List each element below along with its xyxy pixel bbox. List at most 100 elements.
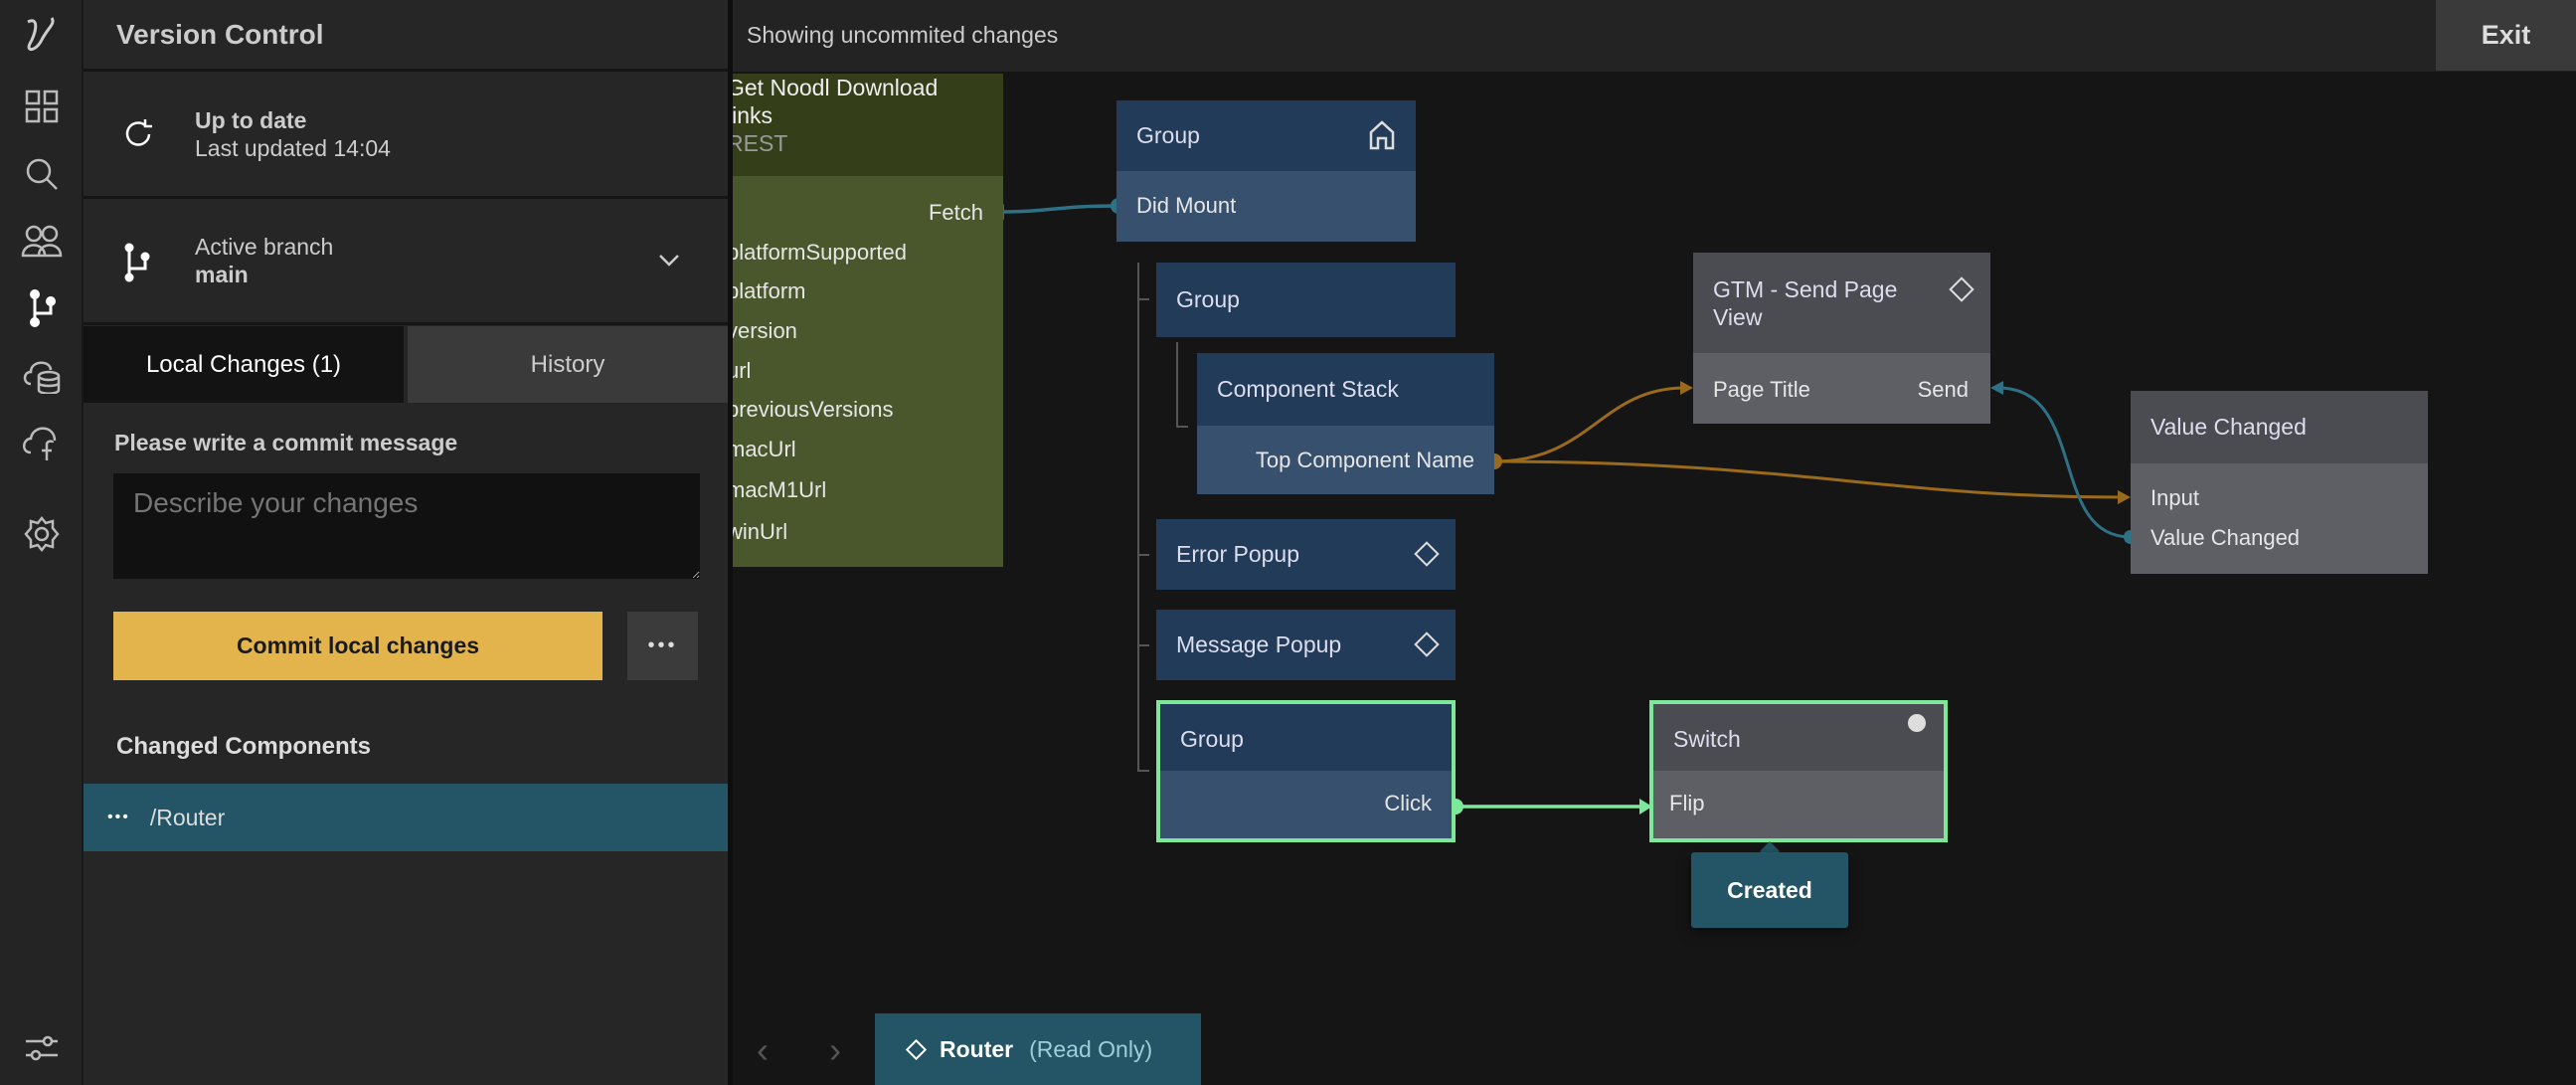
node-title: Group (1176, 286, 1240, 312)
component-name: Router (940, 1035, 1014, 1062)
wire-topname-pagetitle (1493, 386, 1686, 463)
back-button[interactable]: ‹ (757, 1029, 769, 1070)
port[interactable]: previousVersions (733, 397, 894, 422)
canvas-top-bar: Showing uncommited changes Exit (733, 0, 2576, 72)
more-options-button[interactable]: ••• (627, 612, 698, 680)
node-group-changed[interactable]: Group Click (1156, 700, 1456, 842)
commit-button[interactable]: Commit local changes (113, 612, 602, 680)
port[interactable]: macUrl (733, 437, 796, 461)
panel-header: Version Control (84, 0, 728, 72)
node-type: REST (733, 130, 788, 156)
node-title: Group (1136, 122, 1200, 148)
refresh-icon[interactable] (121, 117, 155, 151)
port-dot (1448, 799, 1463, 814)
port[interactable]: url (733, 358, 752, 383)
state-dot-icon (1908, 714, 1926, 732)
commit-message-label: Please write a commit message (114, 430, 458, 455)
version-control-panel: Version Control Up to date Last updated … (84, 0, 728, 1085)
tree-line (1176, 342, 1178, 428)
item-more-icon[interactable]: ••• (107, 809, 130, 825)
logo-icon[interactable] (20, 12, 64, 56)
arrow-icon (1680, 381, 1693, 395)
node-title: Group (1180, 726, 1244, 752)
sliders-icon[interactable] (20, 1026, 64, 1070)
wire-topname-input (1493, 459, 2124, 499)
exit-button[interactable]: Exit (2436, 0, 2576, 71)
users-icon[interactable] (20, 219, 64, 263)
node-rest[interactable]: Get Noodl Download links REST Fetch plat… (733, 74, 1003, 567)
sync-status: Up to date Last updated 14:04 (84, 72, 728, 199)
branch-name: main (195, 262, 249, 287)
arrow-icon (1639, 799, 1652, 814)
arrow-icon (2118, 490, 2131, 504)
tree-branch (1137, 770, 1149, 772)
port-page-title[interactable]: Page Title (1713, 377, 1810, 402)
cloud-functions-icon[interactable] (20, 421, 64, 464)
search-icon[interactable] (20, 152, 64, 196)
node-error-popup[interactable]: Error Popup (1156, 519, 1456, 590)
home-icon (1369, 120, 1395, 150)
port-input[interactable]: Input (2150, 485, 2199, 510)
icon-rail (0, 0, 84, 1085)
port-did-mount[interactable]: Did Mount (1136, 193, 1237, 218)
branch-icon (124, 243, 150, 282)
node-component-stack[interactable]: Component Stack Top Component Name (1197, 353, 1494, 494)
node-title: Error Popup (1176, 541, 1300, 567)
port-value-changed[interactable]: Value Changed (2150, 525, 2301, 550)
node-group-root[interactable]: Group Did Mount (1116, 100, 1416, 242)
tree-branch (1137, 554, 1149, 556)
tab-local-changes[interactable]: Local Changes (1) (84, 326, 404, 403)
node-gtm-send-page-view[interactable]: GTM - Send Page View Page Title Send (1693, 253, 1990, 424)
settings-icon[interactable] (20, 512, 64, 556)
canvas-status: Showing uncommited changes (747, 22, 1059, 48)
version-control-icon[interactable] (20, 286, 64, 330)
node-title: Message Popup (1176, 632, 1342, 657)
component-tab-router[interactable]: Router (Read Only) (875, 1013, 1201, 1085)
port-flip[interactable]: Flip (1669, 791, 1705, 815)
commit-message-input[interactable] (113, 473, 700, 579)
port-send[interactable]: Send (1917, 377, 1969, 402)
node-title: GTM - Send Page View (1713, 275, 1898, 330)
component-diamond-icon (905, 1038, 928, 1060)
port-click[interactable]: Click (1384, 791, 1432, 815)
panel-title: Version Control (116, 18, 324, 50)
node-message-popup[interactable]: Message Popup (1156, 610, 1456, 680)
sync-status-title: Up to date (195, 107, 307, 133)
port[interactable]: platform (733, 278, 806, 303)
node-group[interactable]: Group (1156, 263, 1456, 337)
port[interactable]: winUrl (733, 519, 788, 544)
port-fetch[interactable]: Fetch (928, 200, 983, 225)
port[interactable]: version (733, 318, 797, 343)
port[interactable]: platformSupported (733, 240, 907, 265)
created-tooltip: Created (1691, 852, 1848, 928)
node-title: Value Changed (2150, 414, 2307, 440)
node-switch-created[interactable]: Switch Flip (1649, 700, 1948, 842)
port-top-component-name[interactable]: Top Component Name (1255, 448, 1474, 472)
node-value-changed[interactable]: Value Changed Input Value Changed (2131, 391, 2428, 574)
tree-branch (1137, 298, 1149, 300)
node-title: Component Stack (1217, 376, 1399, 402)
branch-label: Active branch (195, 234, 334, 260)
panel-divider-edge (728, 72, 733, 1013)
changed-components-heading: Changed Components (116, 733, 371, 760)
tree-branch (1176, 426, 1188, 428)
node-header (733, 74, 1003, 176)
changed-component-item[interactable]: ••• /Router (84, 784, 728, 851)
node-title: Switch (1673, 726, 1741, 752)
tree-line (1137, 263, 1139, 772)
tab-history[interactable]: History (408, 326, 728, 403)
components-grid-icon[interactable] (20, 85, 64, 128)
cloud-database-icon[interactable] (20, 353, 64, 397)
forward-button[interactable]: › (829, 1029, 841, 1070)
arrow-icon (1990, 381, 2003, 395)
port[interactable]: macM1Url (733, 477, 827, 502)
component-name: /Router (149, 804, 226, 830)
node-title: Get Noodl Download links (733, 75, 939, 128)
sync-status-time: Last updated 14:04 (195, 135, 391, 161)
read-only-label: (Read Only) (1029, 1035, 1153, 1062)
wire-didmount-fetch (997, 204, 1119, 214)
chevron-down-icon[interactable] (658, 254, 680, 268)
canvas-bottom-bar: ‹ › Router (Read Only) (733, 1013, 2576, 1085)
branch-selector[interactable]: Active branch main (84, 199, 728, 325)
